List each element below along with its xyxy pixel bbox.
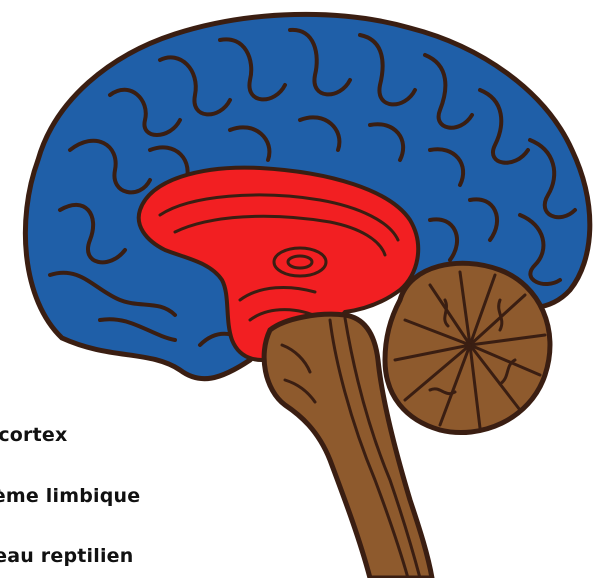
legend-reptilian-label: rveau reptilien: [0, 545, 134, 567]
legend-limbic-label: stème limbique: [0, 485, 140, 507]
cerebellum-region: [385, 263, 550, 432]
legend-neocortex-label: eocortex: [0, 424, 67, 446]
